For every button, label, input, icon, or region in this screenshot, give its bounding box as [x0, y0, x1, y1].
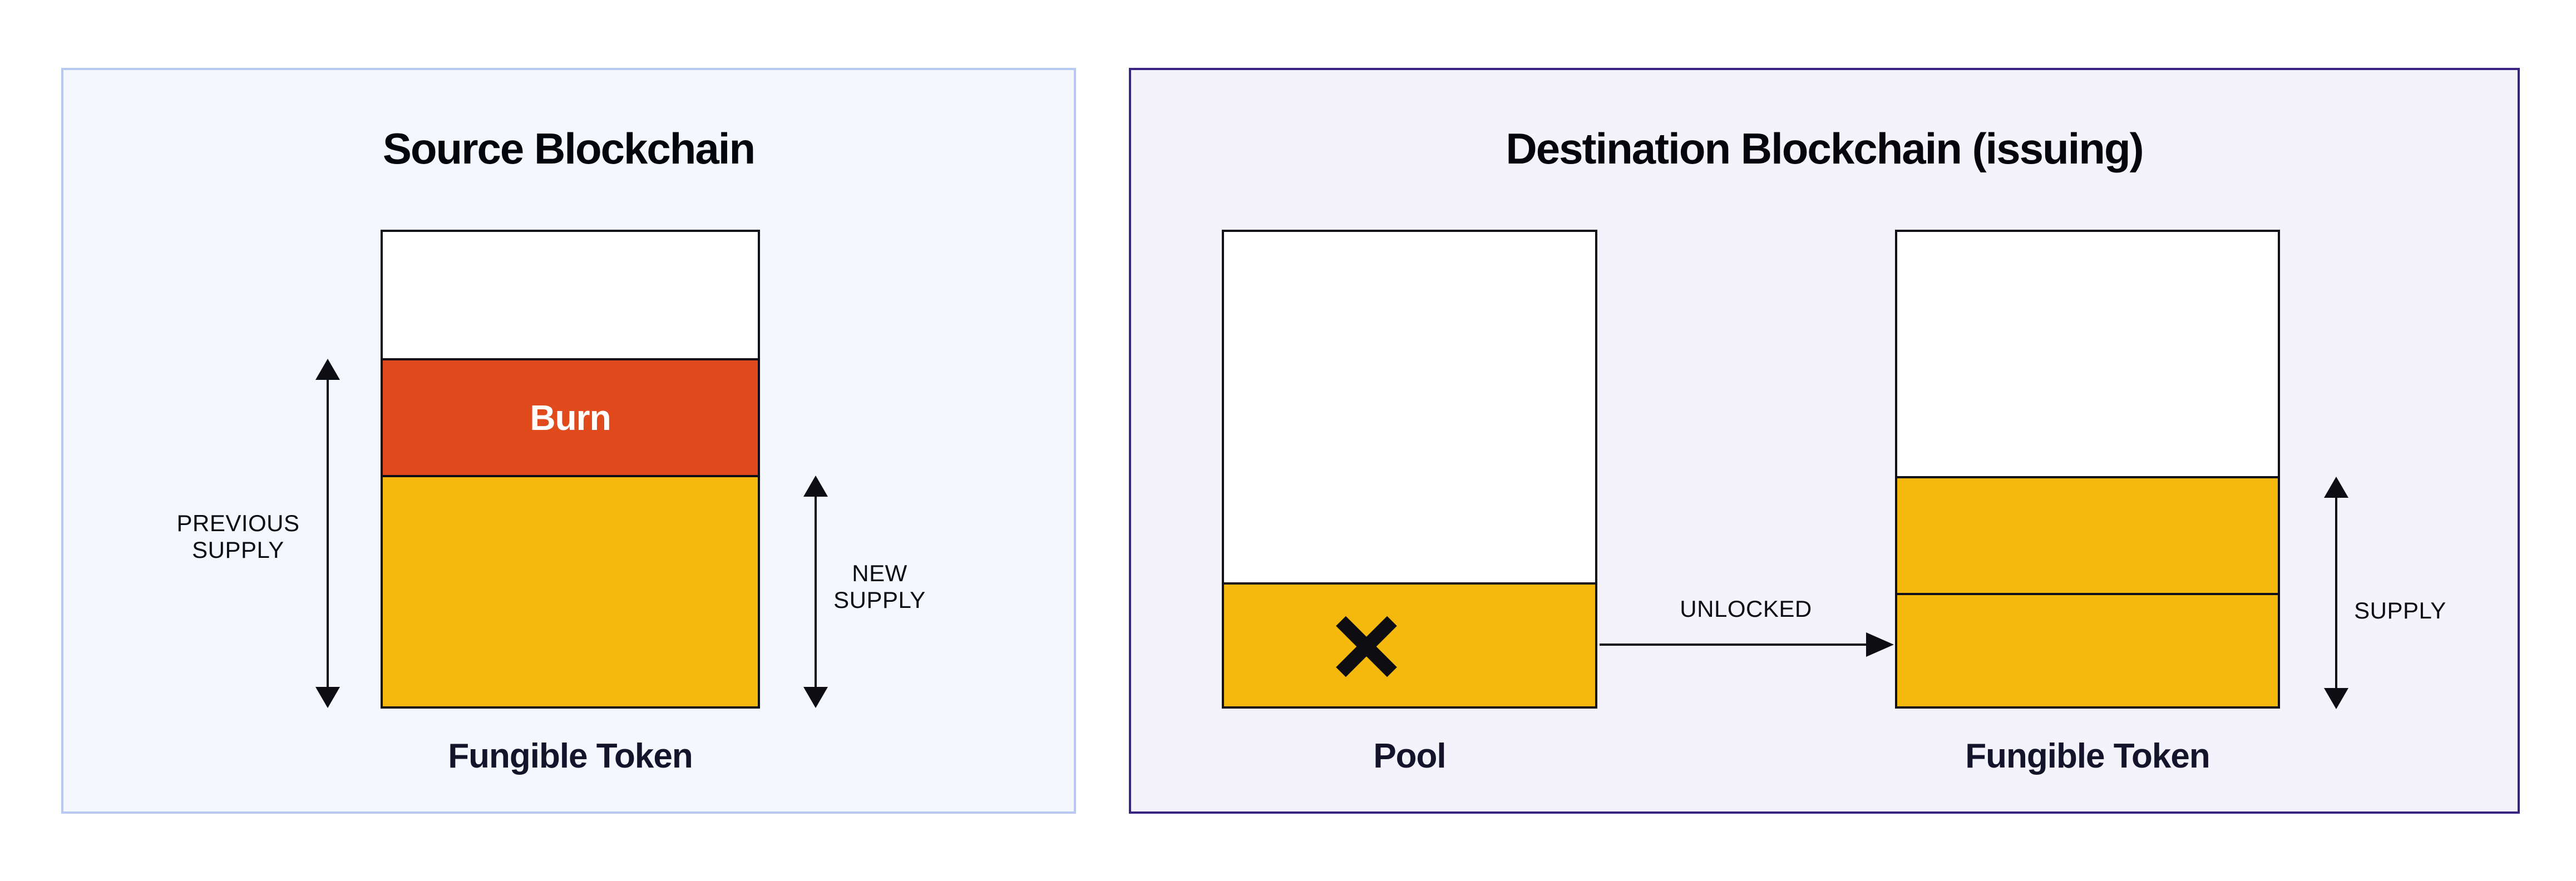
bar-section-unissued — [1897, 232, 2278, 476]
previous-supply-label-line1: PREVIOUS — [176, 510, 300, 536]
supply-label: SUPPLY — [2354, 597, 2446, 623]
unlocked-label: UNLOCKED — [1680, 596, 1812, 622]
destination-token-bar — [1895, 230, 2280, 709]
destination-token-bar-caption: Fungible Token — [1965, 737, 2210, 775]
source-blockchain-panel: Source Blockchain Burn PREVIOUS SUPPLY N… — [61, 68, 1076, 814]
new-supply-label: NEW SUPPLY — [796, 560, 963, 613]
bar-section-burn: Burn — [383, 358, 758, 475]
arrowhead-down-icon — [803, 687, 828, 708]
bar-section-empty — [1224, 232, 1595, 582]
x-mark-icon — [1322, 602, 1411, 691]
pool-bar — [1222, 230, 1597, 709]
bar-section-issued-lower — [1897, 593, 2278, 706]
arrowhead-right-icon — [1866, 632, 1894, 657]
source-token-bar: Burn — [381, 230, 760, 709]
arrowhead-down-icon — [2324, 688, 2348, 709]
arrowhead-down-icon — [315, 687, 340, 708]
previous-supply-label-line2: SUPPLY — [192, 537, 284, 563]
bar-section-unissued — [383, 232, 758, 358]
arrow-shaft — [327, 375, 329, 691]
destination-panel-title: Destination Blockchain (issuing) — [1506, 124, 2144, 173]
destination-blockchain-panel: Destination Blockchain (issuing) UNLOCKE… — [1129, 68, 2520, 814]
bar-section-new-supply — [383, 475, 758, 706]
arrow-shaft — [1600, 644, 1869, 646]
burn-label: Burn — [530, 398, 611, 438]
bar-section-locked — [1224, 582, 1595, 706]
bar-section-issued-upper — [1897, 476, 2278, 593]
new-supply-label-line1: NEW — [852, 560, 907, 586]
new-supply-label-line2: SUPPLY — [833, 587, 926, 613]
source-token-bar-caption: Fungible Token — [448, 737, 693, 775]
pool-bar-caption: Pool — [1373, 737, 1446, 775]
source-panel-title: Source Blockchain — [382, 124, 756, 173]
new-supply-arrow — [803, 476, 828, 708]
arrow-shaft — [815, 492, 817, 691]
arrow-shaft — [2335, 493, 2337, 692]
supply-arrow — [2324, 477, 2348, 709]
unlocked-arrow — [1600, 632, 1894, 657]
previous-supply-arrow — [315, 359, 340, 708]
previous-supply-label: PREVIOUS SUPPLY — [127, 510, 349, 563]
